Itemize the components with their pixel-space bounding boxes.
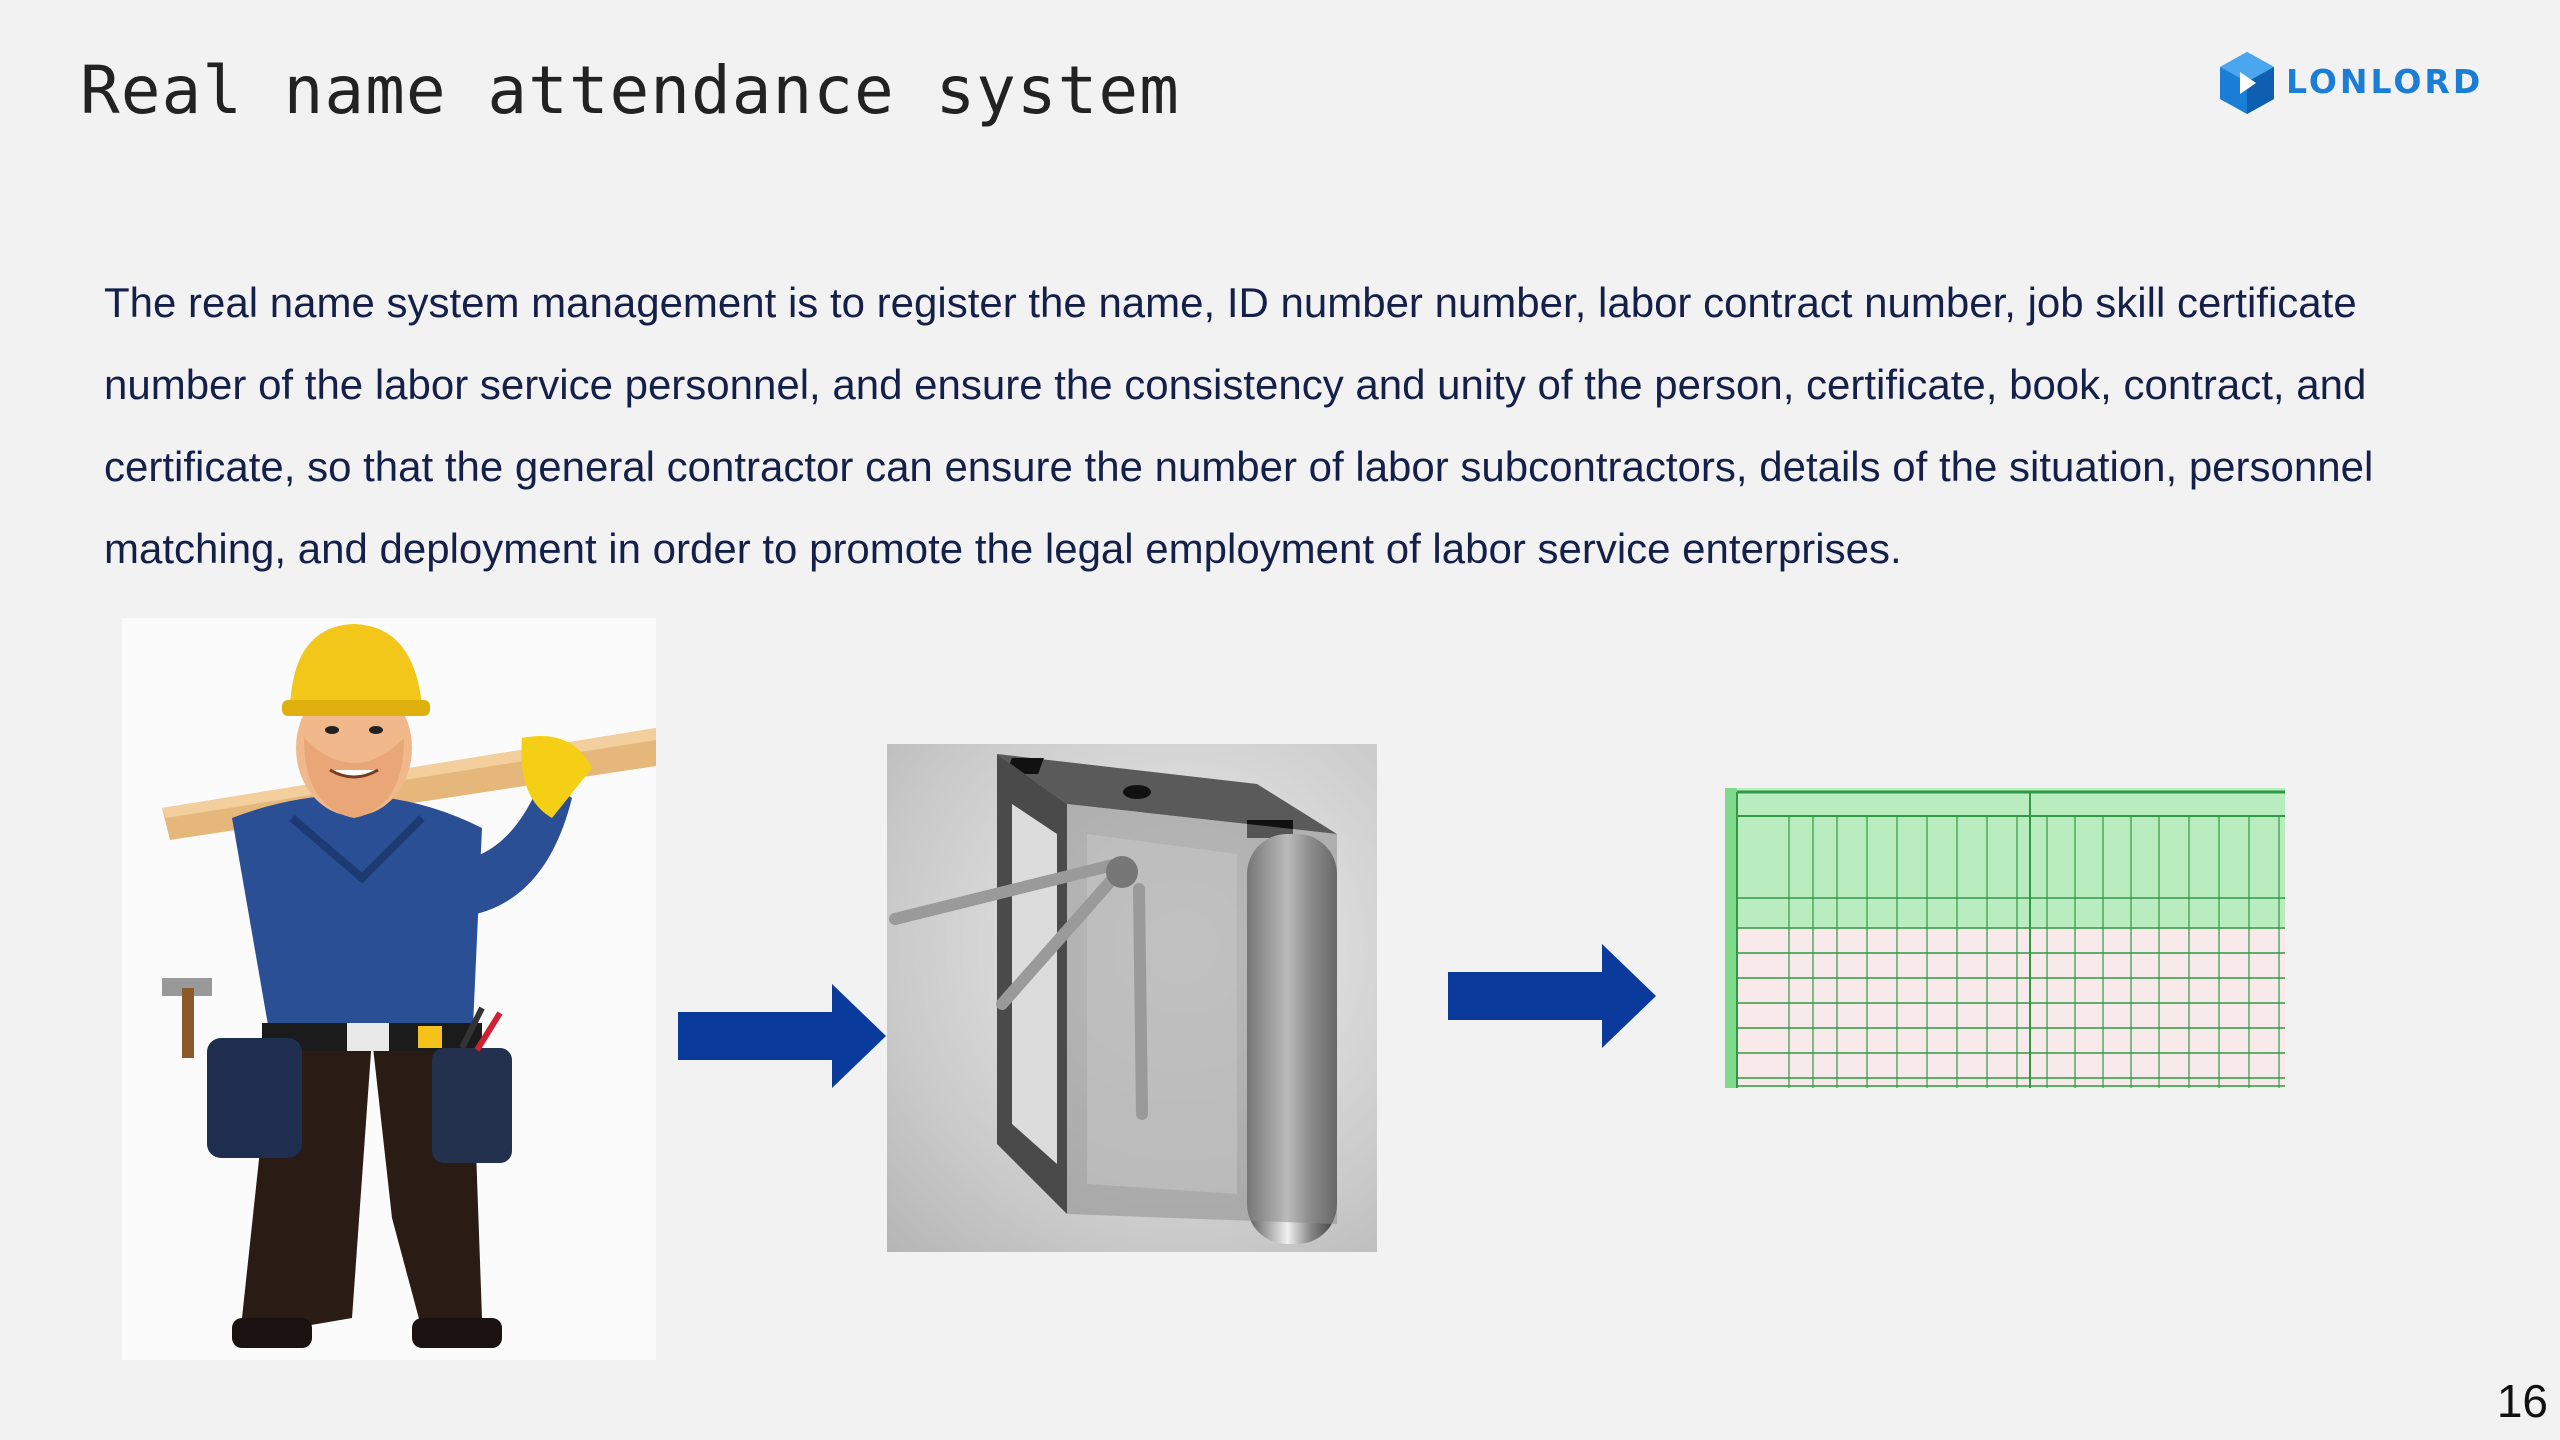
company-logo: LONLORD: [2216, 50, 2496, 116]
turnstile-image: [887, 744, 1377, 1252]
logo-cube-icon: [2220, 52, 2274, 114]
page-number: 16: [2496, 1375, 2548, 1427]
slide-title: Real name attendance system: [80, 52, 1180, 129]
arrow-right-icon: [1448, 944, 1656, 1048]
attendance-sheet-image: [1725, 788, 2285, 1088]
worker-image: [122, 618, 656, 1360]
logo-wordmark: LONLORD: [2286, 62, 2484, 101]
description-paragraph: The real name system management is to re…: [104, 279, 2374, 572]
arrow-right-icon: [678, 984, 886, 1088]
